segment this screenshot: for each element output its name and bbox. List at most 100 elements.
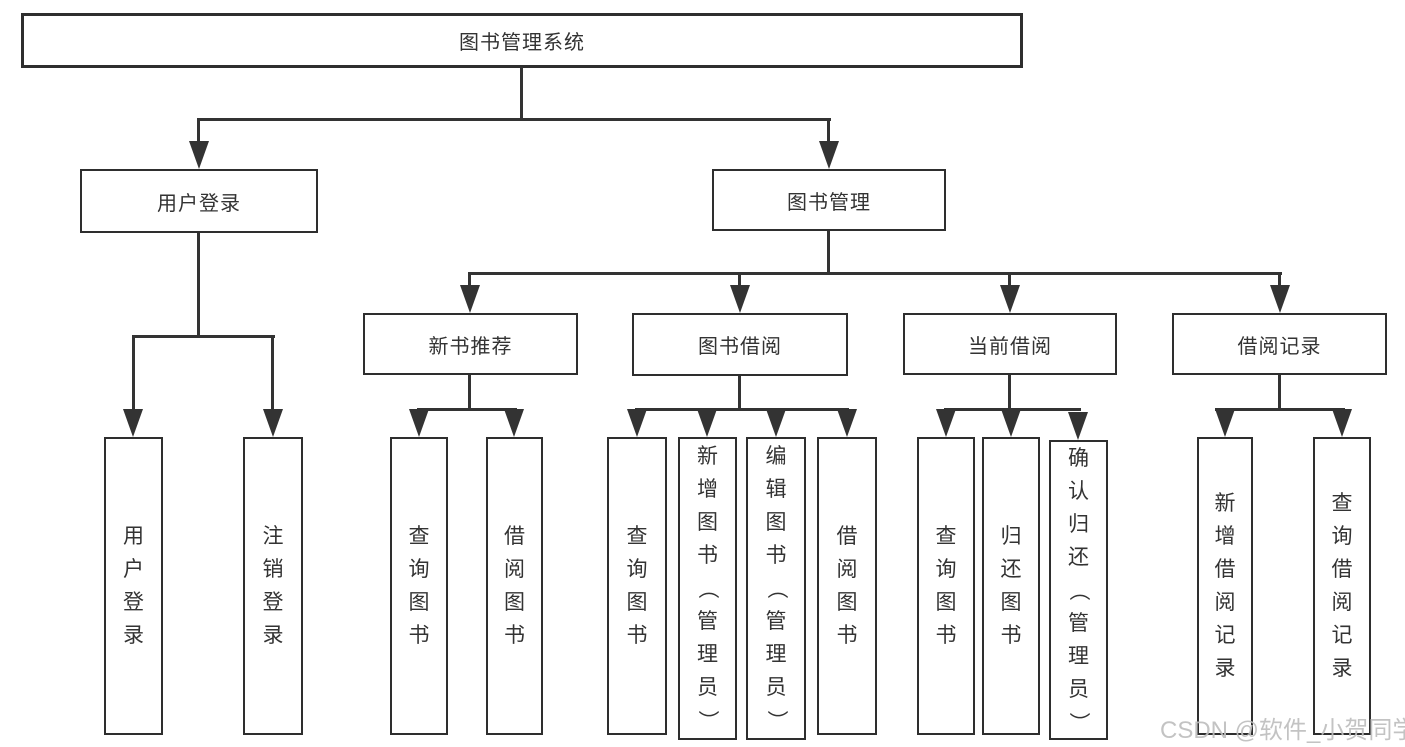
arrow-down-icon	[504, 409, 524, 437]
vertical-char: 询	[408, 558, 430, 581]
vertical-char: 借	[1331, 558, 1353, 581]
vertical-char: 查	[935, 525, 957, 548]
vertical-char: 辑	[765, 478, 787, 501]
vertical-label: 查询图书	[409, 520, 430, 652]
leaf-return-books: 归还图书	[982, 437, 1040, 735]
vertical-char: 书	[408, 624, 430, 647]
connector-line	[827, 118, 830, 144]
arrow-down-icon	[123, 409, 143, 437]
vertical-label: 归还图书	[1001, 520, 1022, 652]
vertical-char: 录	[262, 624, 284, 647]
vertical-label: 注销登录	[263, 520, 284, 652]
vertical-char: 图	[408, 591, 430, 614]
vertical-char: 录	[1331, 657, 1353, 680]
connector-line	[132, 335, 135, 412]
arrow-down-icon	[819, 141, 839, 169]
connector-line	[827, 231, 830, 275]
connector-line	[271, 335, 274, 412]
vertical-char: 管	[697, 610, 718, 633]
vertical-char: （	[764, 578, 788, 599]
connector-line	[197, 118, 831, 121]
connector-line	[468, 272, 471, 288]
vertical-char: 图	[626, 591, 648, 614]
vertical-char: 图	[1000, 591, 1022, 614]
arrow-down-icon	[730, 285, 750, 313]
node-borrow-records: 借阅记录	[1172, 313, 1387, 375]
connector-line	[197, 233, 200, 338]
arrow-down-icon	[1270, 285, 1290, 313]
arrow-down-icon	[1000, 285, 1020, 313]
vertical-char: 销	[262, 558, 284, 581]
vertical-char: 书	[504, 624, 525, 647]
arrow-down-icon	[1215, 409, 1235, 437]
vertical-char: 登	[262, 591, 284, 614]
vertical-char: 阅	[1331, 591, 1353, 614]
arrow-down-icon	[1068, 412, 1088, 440]
vertical-char: 员	[1068, 677, 1089, 701]
vertical-label: 借阅图书	[504, 520, 525, 652]
leaf-logout: 注销登录	[243, 437, 303, 735]
arrow-down-icon	[837, 409, 857, 437]
vertical-char: 录	[123, 624, 144, 647]
arrow-down-icon	[697, 409, 717, 437]
connector-line	[738, 376, 741, 411]
vertical-char: 书	[935, 624, 957, 647]
leaf-query-books-recommend: 查询图书	[390, 437, 448, 735]
leaf-query-books-current: 查询图书	[917, 437, 975, 735]
vertical-char: （	[1067, 579, 1090, 601]
connector-line	[520, 67, 523, 120]
leaf-query-borrow-record: 查询借阅记录	[1313, 437, 1371, 735]
vertical-char: 图	[504, 591, 525, 614]
leaf-add-books-admin: 新增图书（管理员）	[678, 437, 737, 740]
vertical-label: 编辑图书（管理员）	[765, 440, 788, 737]
vertical-char: 查	[1331, 492, 1353, 515]
leaf-borrow-books-recommend: 借阅图书	[486, 437, 543, 735]
vertical-char: 书	[1000, 624, 1022, 647]
vertical-char: （	[696, 578, 719, 599]
vertical-char: 管	[765, 610, 787, 633]
vertical-char: 归	[1068, 512, 1089, 536]
vertical-char: 注	[262, 525, 284, 548]
vertical-label: 查询图书	[936, 520, 957, 652]
leaf-add-borrow-record: 新增借阅记录	[1197, 437, 1253, 735]
node-new-book-recommend: 新书推荐	[363, 313, 578, 375]
node-root: 图书管理系统	[21, 13, 1023, 68]
leaf-user-login: 用户登录	[104, 437, 163, 735]
vertical-char: 查	[626, 525, 648, 548]
vertical-char: 图	[697, 511, 718, 534]
vertical-char: 理	[765, 643, 787, 666]
leaf-borrow-books: 借阅图书	[817, 437, 877, 735]
arrow-down-icon	[263, 409, 283, 437]
connector-line	[1278, 272, 1281, 288]
vertical-char: 图	[765, 511, 787, 534]
vertical-label: 新增借阅记录	[1215, 487, 1236, 685]
vertical-char: 归	[1000, 525, 1022, 548]
vertical-char: 书	[626, 624, 648, 647]
vertical-label: 借阅图书	[837, 520, 858, 652]
vertical-char: 员	[697, 676, 718, 699]
vertical-label: 用户登录	[123, 520, 144, 652]
connector-line	[635, 408, 849, 411]
node-user-login: 用户登录	[80, 169, 318, 233]
vertical-char: 记	[1331, 624, 1353, 647]
vertical-label: 新增图书（管理员）	[696, 440, 719, 737]
vertical-char: 记	[1214, 624, 1236, 647]
vertical-char: 员	[765, 676, 787, 699]
arrow-down-icon	[936, 409, 956, 437]
vertical-label: 查询图书	[627, 520, 648, 652]
vertical-char: 录	[1214, 657, 1236, 680]
connector-line	[468, 272, 1282, 275]
vertical-char: 管	[1068, 611, 1089, 635]
vertical-char: 还	[1068, 545, 1089, 569]
vertical-char: 询	[1331, 525, 1353, 548]
connector-line	[1008, 375, 1011, 411]
vertical-char: 增	[697, 478, 718, 501]
vertical-char: 新	[697, 445, 718, 468]
vertical-char: 借	[504, 525, 525, 548]
vertical-char: 登	[123, 591, 144, 614]
watermark: CSDN @软件_小贺同学	[1160, 717, 1405, 744]
vertical-char: 书	[697, 544, 718, 567]
vertical-char: 查	[408, 525, 430, 548]
vertical-char: 图	[935, 591, 957, 614]
